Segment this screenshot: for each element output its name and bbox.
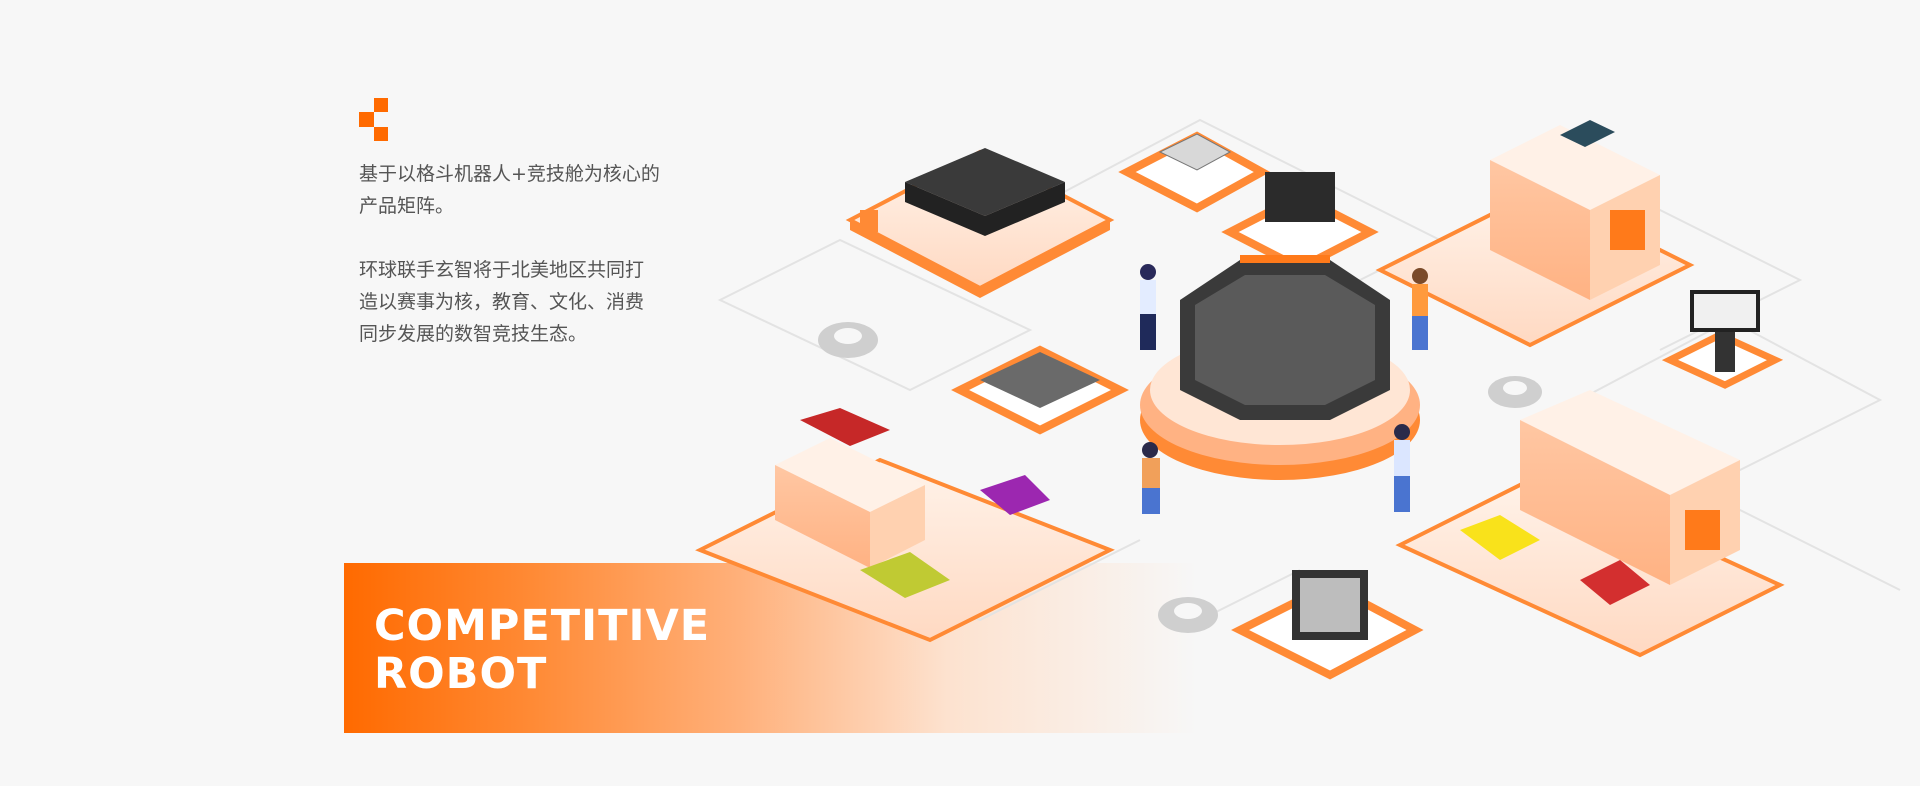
person-figure — [1142, 442, 1160, 514]
glass-box-tile — [1118, 131, 1271, 213]
intro-text: 基于以格斗机器人+竞技舱为核心的 产品矩阵。 环球联手玄智将于北美地区共同打 造… — [359, 158, 689, 382]
kiosk-tile — [1661, 290, 1784, 389]
arena-box-tile — [1221, 172, 1379, 273]
bottom-left-robot-tile — [695, 408, 1115, 643]
person-figure — [1394, 424, 1410, 512]
brand-pixel-logo-icon — [359, 98, 388, 141]
top-right-building-tile — [1375, 120, 1695, 348]
bottom-right-building-tile — [1395, 390, 1785, 658]
arena-tile — [845, 148, 1115, 298]
hex-arena-tile — [951, 345, 1129, 435]
banner-title-line-1: COMPETITIVE — [374, 601, 711, 651]
intro-paragraph-1: 基于以格斗机器人+竞技舱为核心的 产品矩阵。 — [359, 163, 660, 217]
person-figure — [1412, 268, 1428, 350]
banner-title-line-2: ROBOT — [374, 649, 548, 699]
intro-paragraph-2: 环球联手玄智将于北美地区共同打 造以赛事为核，教育、文化、消费 同步发展的数智竞… — [359, 259, 645, 345]
gear-icon — [1158, 597, 1218, 633]
banner-title: COMPETITIVE ROBOT — [374, 602, 710, 698]
gear-icon — [818, 322, 878, 358]
person-figure — [1140, 264, 1156, 350]
gear-icon — [1488, 376, 1542, 408]
central-arena-platform — [1140, 255, 1420, 480]
isometric-product-illustration — [695, 118, 1901, 680]
printer-tile — [1231, 570, 1424, 680]
